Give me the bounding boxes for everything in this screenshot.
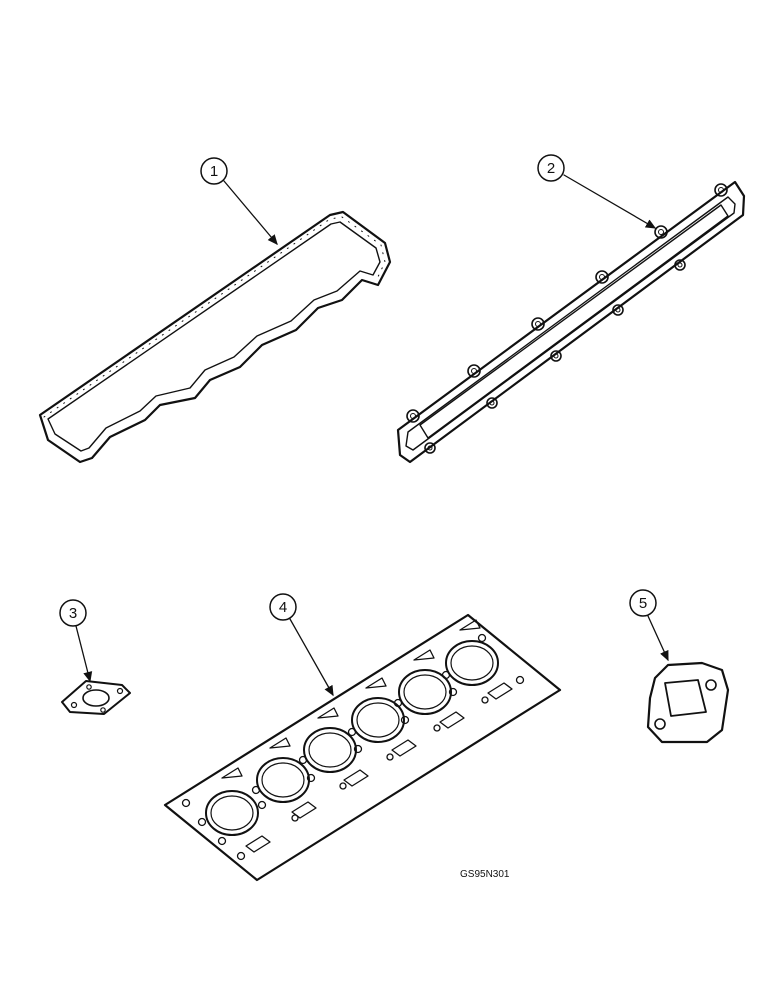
callout-4: 4 [269, 593, 334, 697]
callout-1-label: 1 [210, 163, 218, 180]
small-flange-gasket[interactable] [61, 680, 131, 715]
cylinder-head-gasket[interactable] [163, 613, 562, 882]
manifold-bolt-holes [406, 183, 728, 454]
head-bolt-holes [181, 633, 525, 861]
callout-2: 2 [537, 154, 657, 229]
callout-2-label: 2 [547, 160, 555, 177]
callout-4-label: 4 [279, 599, 287, 616]
square-port-flange-gasket[interactable] [646, 661, 730, 744]
callout-1: 1 [200, 157, 278, 245]
cylinder-bores [205, 640, 499, 836]
figure-reference-code: GS95N301 [460, 869, 510, 880]
callout-5-label: 5 [639, 595, 647, 612]
callout-3-label: 3 [69, 605, 77, 622]
manifold-gasket[interactable] [396, 180, 746, 464]
callout-5: 5 [629, 589, 669, 662]
water-ports [221, 619, 513, 853]
callout-3: 3 [59, 599, 93, 683]
valve-cover-gasket[interactable] [38, 210, 392, 464]
